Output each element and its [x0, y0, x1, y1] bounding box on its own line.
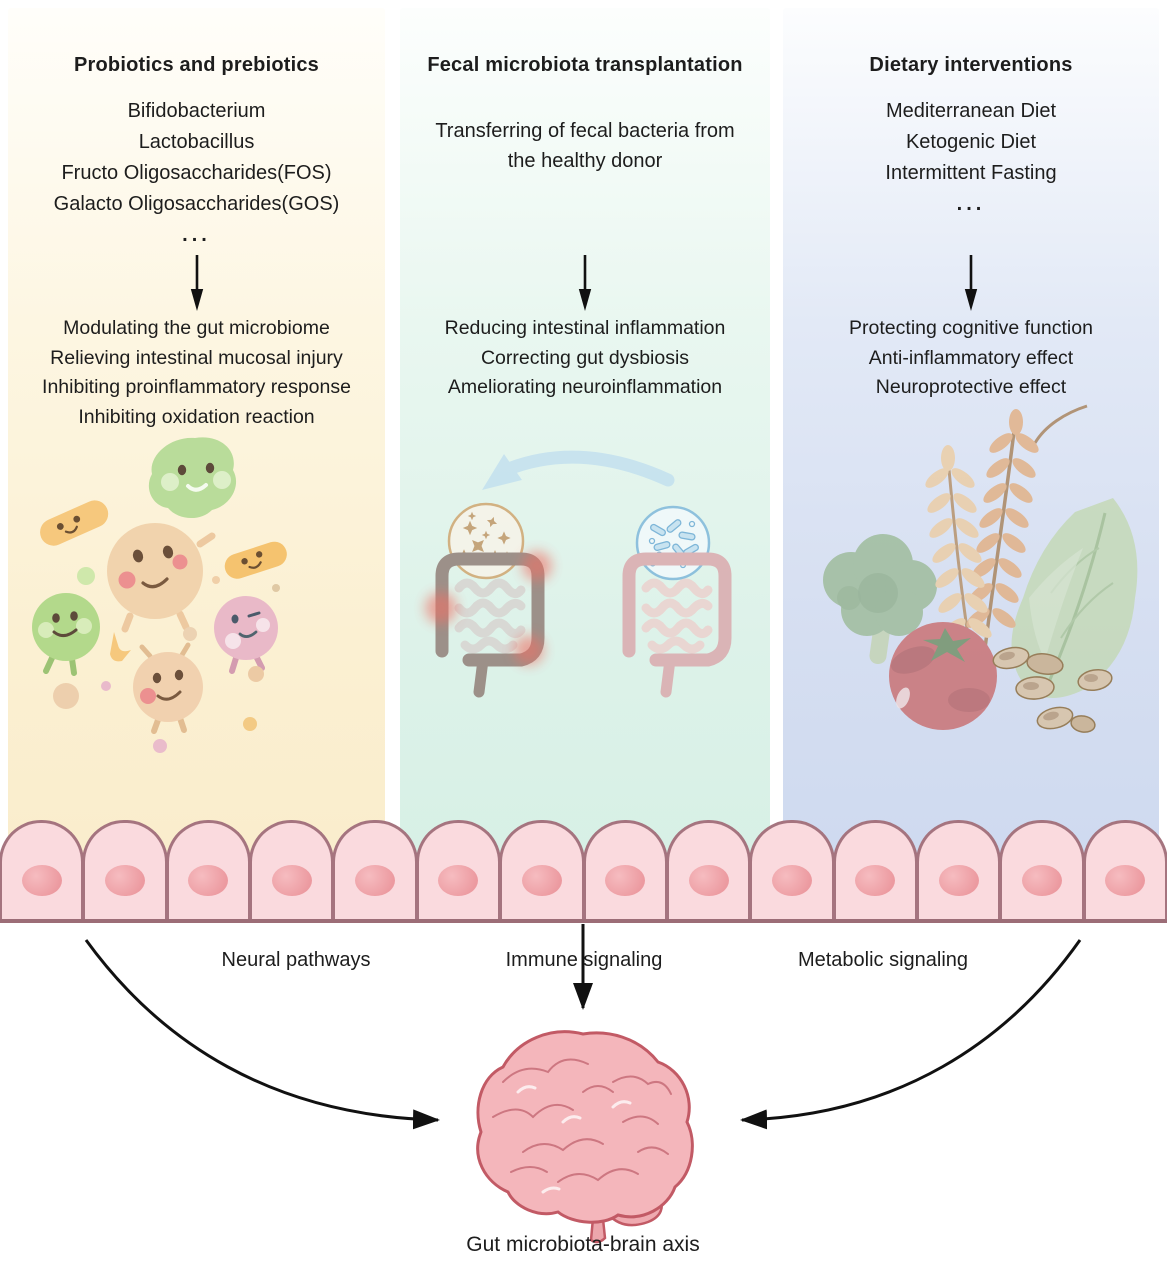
epithelial-cell — [1082, 820, 1167, 919]
list-item: Neuroprotective effect — [875, 376, 1067, 398]
cell-nucleus — [855, 865, 896, 896]
fmt-effect-list: Reducing intestinal inflammation Correct… — [400, 314, 770, 403]
pathway-label-neural: Neural pathways — [221, 949, 371, 971]
list-item: Bifidobacterium — [127, 100, 266, 122]
diet-effect-list: Protecting cognitive function Anti-infla… — [783, 314, 1159, 403]
down-arrow-icon — [575, 254, 595, 317]
list-item: Correcting gut dysbiosis — [480, 346, 690, 369]
panel-title: Dietary interventions — [869, 54, 1073, 76]
epithelial-cell — [332, 820, 418, 919]
healthy-intestine — [622, 552, 732, 698]
cell-nucleus — [521, 865, 562, 896]
cell-nucleus — [105, 865, 146, 896]
diet-item-list: Mediterranean Diet Ketogenic Diet Interm… — [783, 96, 1159, 220]
pathway-label-metabolic: Metabolic signaling — [797, 949, 969, 971]
list-item: Anti-inflammatory effect — [868, 346, 1074, 369]
neural-pathway-arrow — [84, 939, 440, 1130]
cell-nucleus — [605, 865, 646, 896]
epithelial-cell — [499, 820, 585, 919]
cell-nucleus — [771, 865, 812, 896]
cell-nucleus — [688, 865, 729, 896]
epithelial-cell — [999, 820, 1085, 919]
list-item: Protecting cognitive function — [849, 317, 1093, 339]
epithelial-cell — [749, 820, 835, 919]
list-item: Reducing intestinal inflammation — [444, 317, 726, 339]
pathway-label-immune: Immune signaling — [505, 949, 663, 971]
down-arrow-icon — [187, 254, 207, 317]
cell-nucleus — [1105, 865, 1146, 896]
fmt-description: Transferring of fecal bacteria from the … — [435, 120, 735, 172]
brain-illustration — [476, 1030, 694, 1244]
transplant-arrow — [499, 450, 675, 487]
panel-title: Probiotics and prebiotics — [73, 54, 320, 76]
epithelial-cell — [0, 820, 85, 919]
list-item: Relieving intestinal mucosal injury — [50, 346, 343, 369]
brain-axis-arrows — [84, 924, 1082, 1130]
list-item: Inhibiting proinflammatory response — [42, 376, 351, 398]
cell-nucleus — [438, 865, 479, 896]
list-item: Lactobacillus — [138, 131, 255, 153]
intestinal-epithelium-barrier — [0, 820, 1167, 923]
epithelial-cell — [415, 820, 502, 919]
epithelial-cell — [165, 820, 252, 919]
cell-nucleus — [188, 865, 229, 896]
epithelial-cell — [832, 820, 918, 919]
list-item: Modulating the gut microbiome — [63, 317, 330, 339]
list-item: Inhibiting oxidation reaction — [78, 405, 315, 428]
list-item: Mediterranean Diet — [885, 100, 1057, 122]
ellipsis: ... — [956, 193, 986, 215]
epithelial-cell — [915, 820, 1002, 919]
fecal-transplant-intestines-icon — [425, 450, 732, 698]
ellipsis: ... — [182, 224, 211, 246]
list-item: Fructo Oligosaccharides(FOS) — [61, 162, 332, 184]
epithelial-cell — [82, 820, 168, 919]
probiotics-effect-list: Modulating the gut microbiome Relieving … — [8, 314, 385, 432]
list-item: Intermittent Fasting — [885, 162, 1057, 184]
list-item: Galacto Oligosaccharides(GOS) — [53, 193, 340, 215]
cell-nucleus — [21, 865, 62, 896]
inflamed-intestine — [425, 551, 552, 698]
cell-nucleus — [1021, 865, 1062, 896]
panel-fmt: Fecal microbiota transplantation Transfe… — [400, 8, 770, 910]
down-arrow-icon — [961, 254, 981, 317]
panel-title: Fecal microbiota transplantation — [427, 54, 743, 76]
epithelial-cell — [665, 820, 752, 919]
cell-nucleus — [355, 865, 396, 896]
cell-nucleus — [938, 865, 979, 896]
probiotics-item-list: Bifidobacterium Lactobacillus Fructo Oli… — [8, 96, 385, 251]
epithelial-cell — [249, 820, 335, 919]
metabolic-pathway-arrow — [740, 939, 1082, 1130]
list-item: Ketogenic Diet — [905, 131, 1037, 153]
epithelial-cell — [582, 820, 668, 919]
panel-probiotics: Probiotics and prebiotics Bifidobacteriu… — [8, 8, 385, 910]
gut-bacteria-cartoon-icon — [32, 437, 287, 753]
list-item: Ameliorating neuroinflammation — [447, 376, 723, 398]
panel-diet: Dietary interventions Mediterranean Diet… — [783, 8, 1159, 910]
figure-caption: Gut microbiota-brain axis — [466, 1233, 700, 1256]
healthy-foods-icon — [823, 404, 1138, 733]
cell-nucleus — [271, 865, 312, 896]
